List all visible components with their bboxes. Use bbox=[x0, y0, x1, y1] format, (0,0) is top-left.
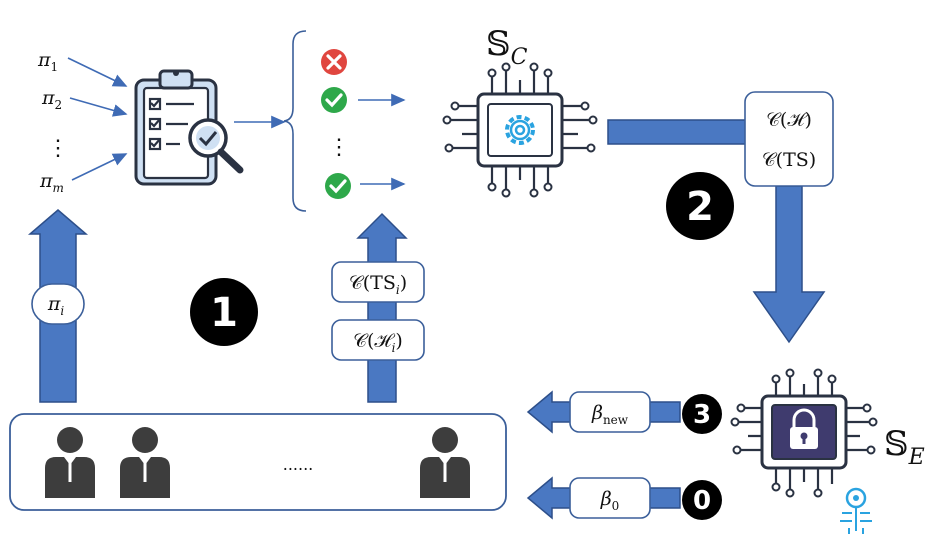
beta-new-box bbox=[569, 391, 651, 433]
h-i-label: 𝒞(ℋi) bbox=[353, 330, 403, 355]
beta-new-label: βnew bbox=[591, 402, 629, 427]
step-2-number: 2 bbox=[686, 184, 714, 230]
step-1-badge bbox=[190, 278, 258, 346]
user-encrypted-arrow bbox=[356, 212, 408, 403]
policy-dots: ⋮ bbox=[47, 136, 69, 161]
clipboard-check-icon bbox=[134, 69, 244, 186]
ts-i-label: 𝒞(TSi) bbox=[349, 272, 407, 297]
key-icon bbox=[840, 487, 872, 534]
policy-m-arrow bbox=[71, 153, 128, 181]
step-0-badge bbox=[682, 480, 722, 520]
flow-arrow-2-horizontal bbox=[607, 119, 749, 145]
h-i-box bbox=[331, 319, 425, 361]
flow-arrow-2-down bbox=[752, 185, 826, 344]
user-icon bbox=[120, 427, 170, 498]
policy-m-label: πm bbox=[39, 170, 64, 195]
result-brace bbox=[283, 30, 307, 212]
result-list: ⋮ bbox=[321, 49, 406, 199]
check-icon bbox=[325, 173, 351, 199]
step-1-number: 1 bbox=[210, 290, 238, 336]
encrypted-h-label: 𝒞(ℋ) bbox=[766, 109, 812, 131]
step-2-badge bbox=[666, 172, 734, 240]
step-3-badge bbox=[682, 394, 722, 434]
pi-i-label: πi bbox=[47, 293, 65, 318]
user-icon bbox=[420, 427, 470, 498]
enclave-server-label: 𝕊E bbox=[884, 424, 925, 470]
policy-2-arrow bbox=[69, 97, 128, 117]
users-ellipsis: ...... bbox=[283, 455, 314, 474]
result-dots: ⋮ bbox=[328, 135, 350, 160]
cross-icon bbox=[321, 49, 347, 75]
policy-2-label: π2 bbox=[41, 87, 62, 112]
compute-server-label: 𝕊C bbox=[486, 24, 528, 70]
chip-lock-icon bbox=[730, 368, 878, 498]
policy-list: π1 π2 ⋮ πm bbox=[37, 49, 128, 195]
policy-1-arrow bbox=[67, 57, 128, 87]
user-icon bbox=[45, 427, 95, 498]
step-0-number: 0 bbox=[693, 486, 711, 516]
step-3-number: 3 bbox=[693, 400, 711, 430]
ts-i-box bbox=[331, 261, 425, 303]
chip-gear-icon bbox=[442, 62, 598, 198]
encrypted-ts-label: 𝒞(TS) bbox=[762, 149, 816, 171]
ciphertext-box bbox=[744, 91, 834, 187]
pi-i-box bbox=[31, 283, 85, 325]
check-icon bbox=[321, 87, 347, 113]
beta-0-box bbox=[569, 477, 651, 519]
beta-0-label: β0 bbox=[600, 488, 620, 513]
policy-1-label: π1 bbox=[37, 49, 58, 74]
